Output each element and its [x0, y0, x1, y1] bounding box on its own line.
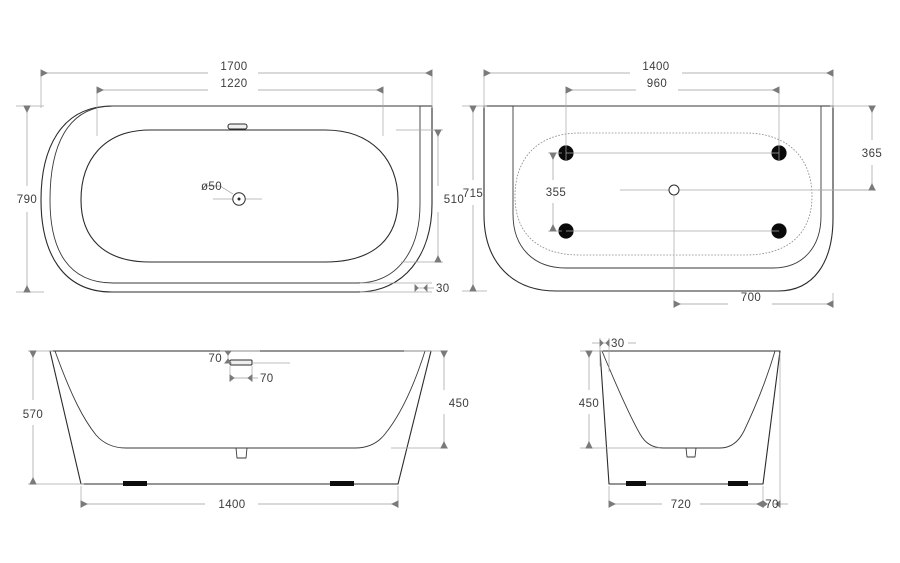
front-outer-body [49, 350, 432, 485]
dim-inner-length: 1220 [220, 78, 247, 90]
dim-frame-width: 1400 [642, 61, 669, 73]
foot-right [728, 481, 748, 486]
dim-line-overall-length [40, 69, 433, 77]
plan-rim-offset [49, 105, 421, 284]
dim-line-overall-width [23, 105, 31, 293]
dim-line-drain-offset [673, 300, 834, 308]
dim-line-frame-depth [469, 105, 477, 292]
dim-bolt-span-x: 960 [647, 78, 667, 90]
side-outer-body [599, 350, 781, 485]
dim-overall-width: 790 [17, 194, 37, 206]
dim-line-base-width [80, 500, 399, 508]
foot-left [123, 481, 147, 486]
plan-inner-basin [80, 129, 399, 263]
waste-outlet [235, 447, 248, 459]
dim-line-overall-height [29, 350, 37, 485]
dim-frame-depth: 715 [463, 188, 483, 200]
view-side-elevation: 450 30 720 70 [579, 338, 788, 511]
dim-side-offset: 70 [765, 499, 779, 511]
dim-overflow-width: 70 [260, 373, 274, 385]
view-front-elevation: 570 450 70 70 1 [23, 350, 469, 511]
overflow-slot [229, 359, 253, 366]
dim-line-side-inner-height [585, 350, 593, 449]
dim-line-inner-height [440, 350, 448, 449]
drain-leader [207, 185, 234, 195]
mount-points [558, 145, 787, 239]
dim-line-inner-width [434, 129, 442, 263]
front-inner-profile [54, 350, 426, 449]
dim-line-side-rim-thickness [592, 338, 636, 348]
dim-drain-offset: 700 [741, 292, 761, 304]
dim-overall-height: 570 [23, 409, 43, 421]
overflow-slot [227, 123, 248, 130]
dim-side-inner-height: 450 [579, 398, 599, 410]
frame-inner-wall [512, 105, 822, 269]
dim-side-base-width: 720 [671, 499, 691, 511]
dim-base-width: 1400 [218, 499, 245, 511]
side-inner-profile [601, 350, 776, 449]
dim-rim-to-inner: 365 [862, 148, 882, 160]
dim-line-side-offset [762, 500, 788, 508]
dim-drain-diameter: ø50 [201, 181, 222, 193]
dim-inner-height: 450 [449, 398, 469, 410]
side-extension-lines [580, 338, 781, 508]
dim-inner-width: 510 [444, 194, 464, 206]
view-plan-top: ø50 1700 1220 [16, 61, 464, 295]
dim-overall-length: 1700 [220, 61, 247, 73]
dim-line-inner-length [96, 86, 384, 94]
dim-line-overflow-offset-v [224, 350, 232, 364]
frame-outer-body [483, 105, 834, 292]
dim-rim-thickness: 30 [436, 283, 450, 295]
waste-outlet [685, 447, 697, 458]
dim-line-rim-to-inner [868, 105, 876, 191]
drain-outlet [213, 192, 262, 206]
feet [123, 481, 354, 486]
dotted-inner-outline [514, 132, 813, 256]
feet [626, 481, 748, 486]
dim-line-frame-width [483, 69, 834, 77]
dim-overflow-offset-v: 70 [208, 353, 222, 365]
dim-line-bolt-span-x [565, 86, 780, 94]
dim-bolt-span-y: 355 [546, 187, 566, 199]
plan-outer-body [40, 105, 433, 293]
dim-line-rim-thickness [414, 283, 434, 293]
dim-line-overflow-width [229, 374, 258, 382]
view-bottom-frame: 1400 960 715 365 [462, 61, 882, 308]
dim-side-rim-thickness: 30 [611, 338, 625, 350]
dim-line-bolt-span-y [549, 152, 557, 232]
dim-line-side-base-width [608, 500, 764, 508]
foot-right [330, 481, 354, 486]
frame-extension-lines [462, 73, 876, 308]
foot-left [626, 481, 646, 486]
